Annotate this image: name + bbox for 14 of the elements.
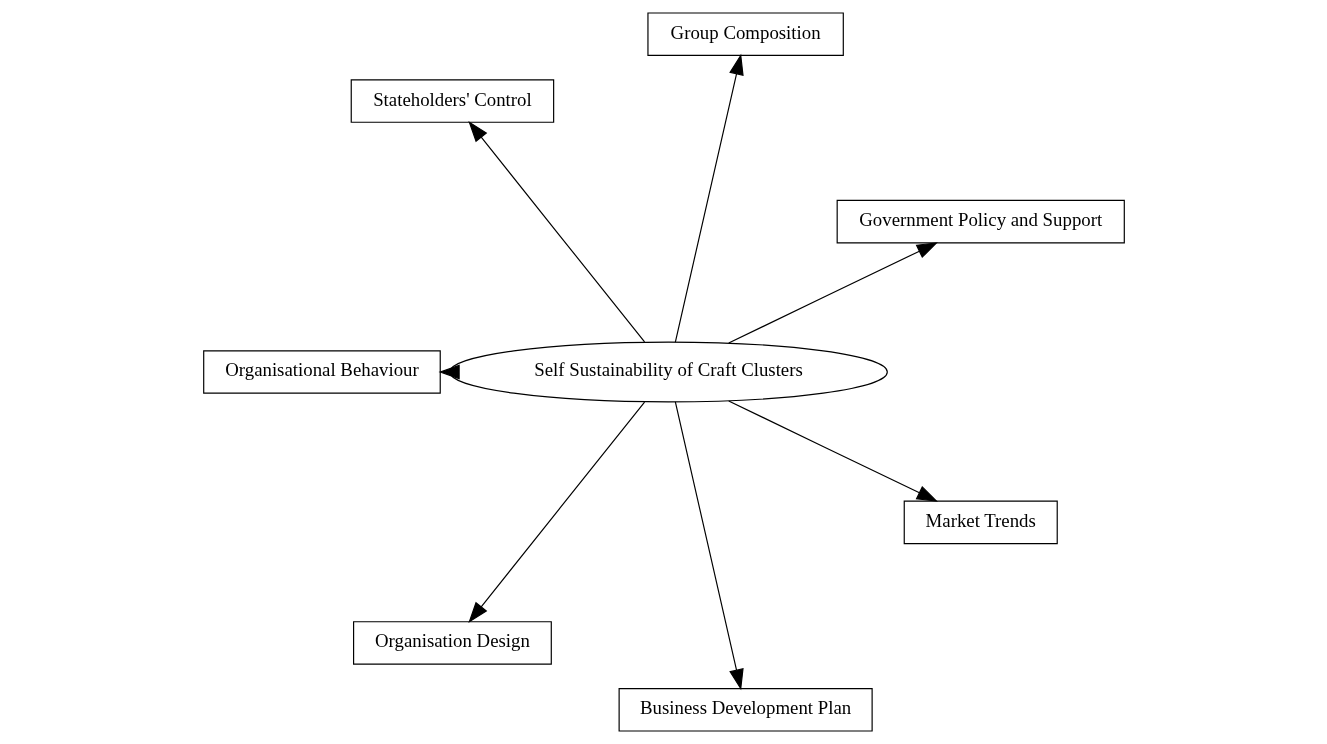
arrow — [727, 400, 938, 502]
node-box: Market Trends — [903, 500, 1058, 545]
node-box: Stateholders' Control — [350, 79, 554, 123]
arrow — [674, 53, 744, 343]
node-box: Business Development Plan — [618, 688, 873, 732]
arrow — [674, 401, 744, 691]
node-box: Group Composition — [646, 12, 844, 56]
arrow — [467, 120, 645, 343]
node-box: Organisation Design — [352, 621, 552, 665]
arrow — [438, 364, 460, 380]
arrow — [467, 401, 645, 624]
node-box: Organisational Behaviour — [202, 350, 441, 394]
node-box: Government Policy and Support — [836, 199, 1125, 244]
arrow — [727, 242, 938, 344]
